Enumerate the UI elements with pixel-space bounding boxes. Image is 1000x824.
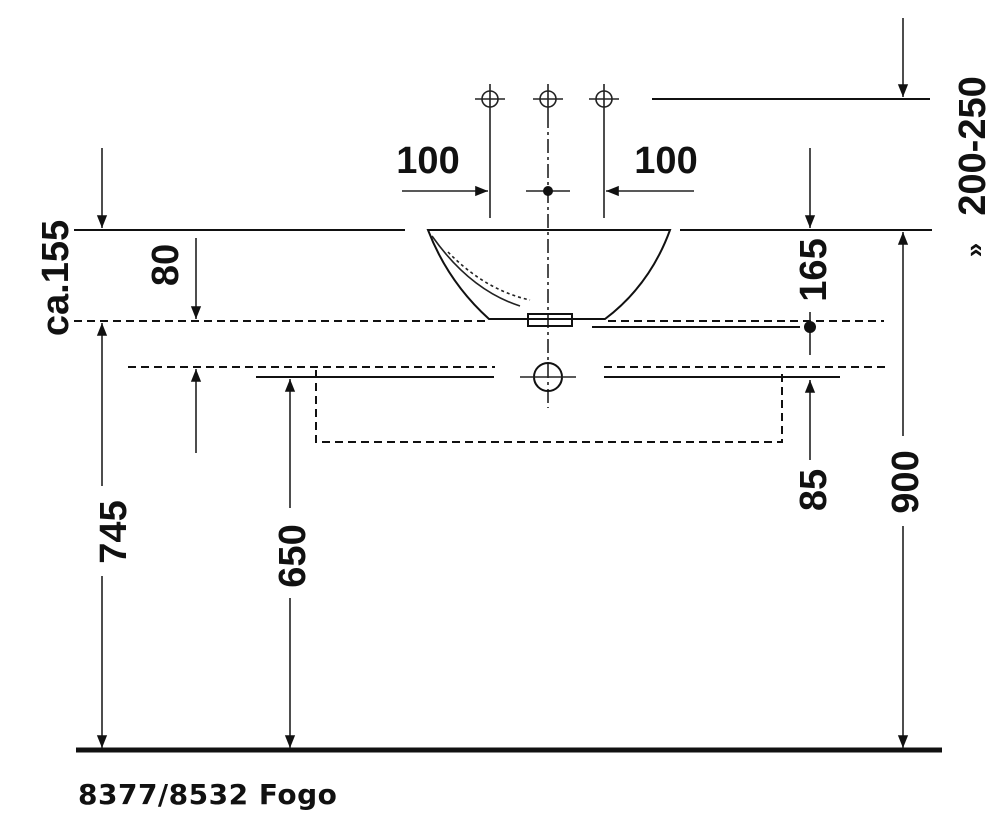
dim-point-165 — [804, 321, 816, 333]
dim-label-745: 745 — [93, 500, 135, 563]
dim-label-165: 165 — [793, 238, 835, 301]
dim-label-650: 650 — [272, 524, 314, 587]
dim-label-100-right: 100 — [634, 140, 697, 182]
dim-label-100-left: 100 — [396, 140, 459, 182]
dim-label-85: 85 — [793, 469, 835, 511]
dim-label-ca155: ca.155 — [35, 220, 77, 336]
dim-label-900: 900 — [885, 450, 927, 513]
tap-symbol-center — [533, 84, 563, 114]
model-caption: 8377/8532 Fogo — [78, 778, 338, 811]
tap-symbol-left — [475, 84, 505, 114]
dim-label-200-250: 200-250 — [952, 76, 994, 215]
center-point — [543, 186, 553, 196]
dim-label-80: 80 — [145, 244, 187, 286]
dim-mark-200-250: » — [959, 243, 989, 257]
basin-bowl — [426, 229, 672, 327]
tap-symbol-right — [589, 84, 619, 114]
waste-outlet-symbol — [520, 362, 576, 392]
cabinet-outline — [315, 370, 783, 443]
